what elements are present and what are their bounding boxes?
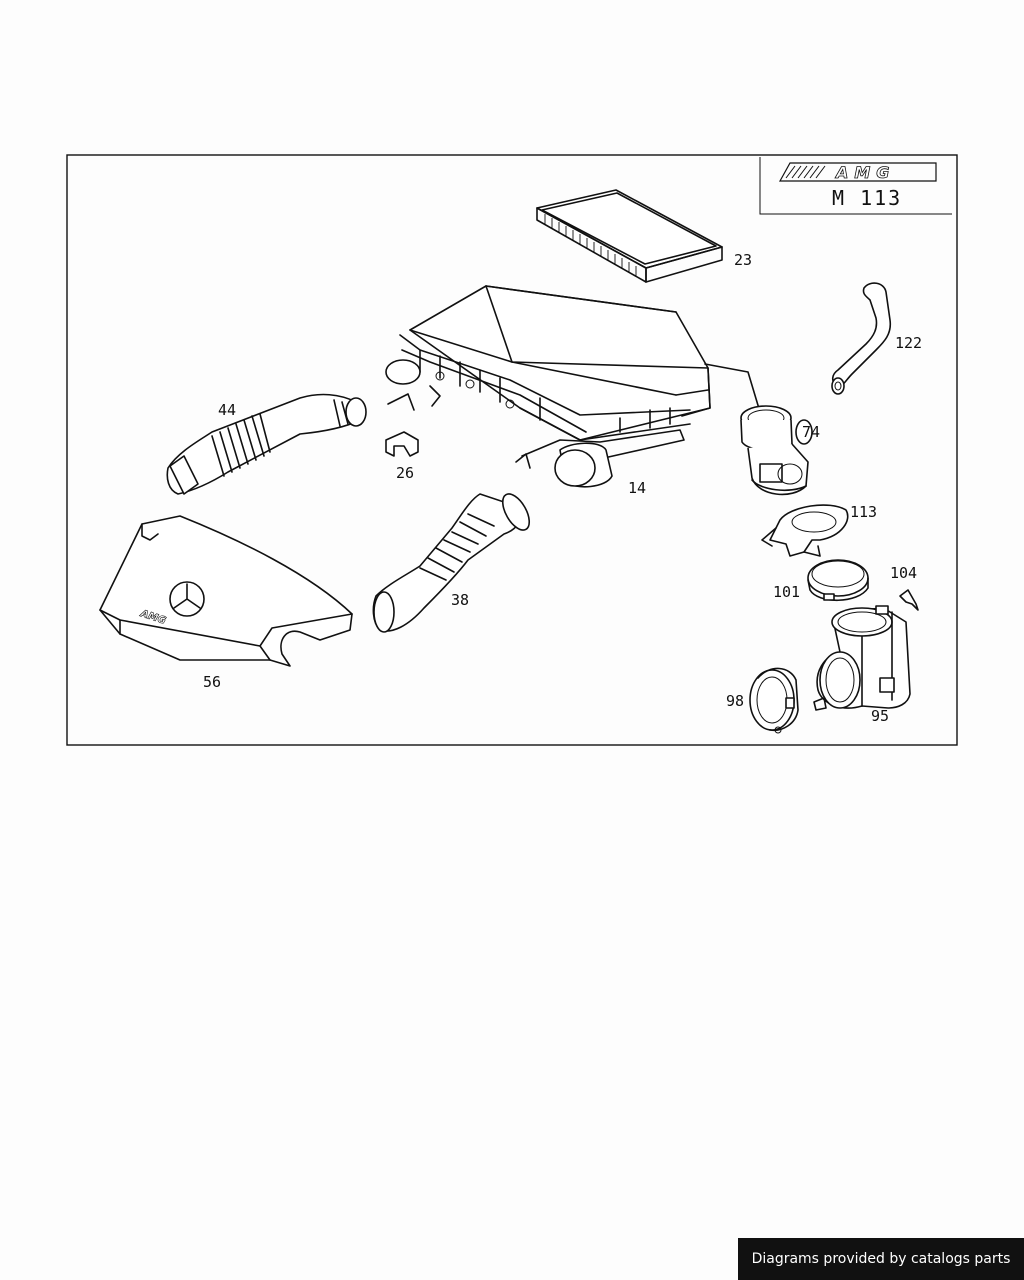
part-101-ring bbox=[807, 559, 869, 601]
callout-95: 95 bbox=[871, 707, 889, 725]
part-95-throttle-housing bbox=[813, 605, 911, 711]
callout-113: 113 bbox=[850, 503, 877, 521]
callout-104: 104 bbox=[890, 564, 917, 582]
callout-98: 98 bbox=[726, 692, 744, 710]
part-23-air-filter bbox=[536, 189, 723, 283]
callout-74: 74 bbox=[802, 423, 820, 441]
part-74-air-mass-sensor bbox=[740, 405, 813, 496]
callout-38: 38 bbox=[451, 591, 469, 609]
part-26-clip bbox=[385, 431, 419, 457]
callout-23: 23 bbox=[734, 251, 752, 269]
callout-44: 44 bbox=[218, 401, 236, 419]
amg-logo-text: AMG bbox=[834, 163, 895, 182]
attribution-footer: Diagrams provided by catalogs parts bbox=[738, 1238, 1024, 1280]
part-44-intake-hose bbox=[166, 393, 367, 495]
callout-26: 26 bbox=[396, 464, 414, 482]
part-38-intake-hose bbox=[372, 493, 531, 633]
diagram-frame bbox=[66, 154, 958, 746]
title-block: AMG M 113 bbox=[759, 157, 952, 215]
part-104-bracket bbox=[899, 589, 919, 611]
amg-logo: AMG bbox=[778, 162, 937, 182]
part-56-engine-cover: AMG bbox=[99, 515, 353, 667]
part-113-hose-clamp bbox=[761, 504, 849, 557]
part-98-clamp-ring bbox=[749, 667, 799, 734]
part-122-hose bbox=[831, 282, 892, 395]
callout-14: 14 bbox=[628, 479, 646, 497]
callout-101: 101 bbox=[773, 583, 800, 601]
engine-code: M 113 bbox=[832, 186, 902, 210]
callout-56: 56 bbox=[203, 673, 221, 691]
part-14-filter-housing bbox=[385, 285, 761, 488]
callout-122: 122 bbox=[895, 334, 922, 352]
